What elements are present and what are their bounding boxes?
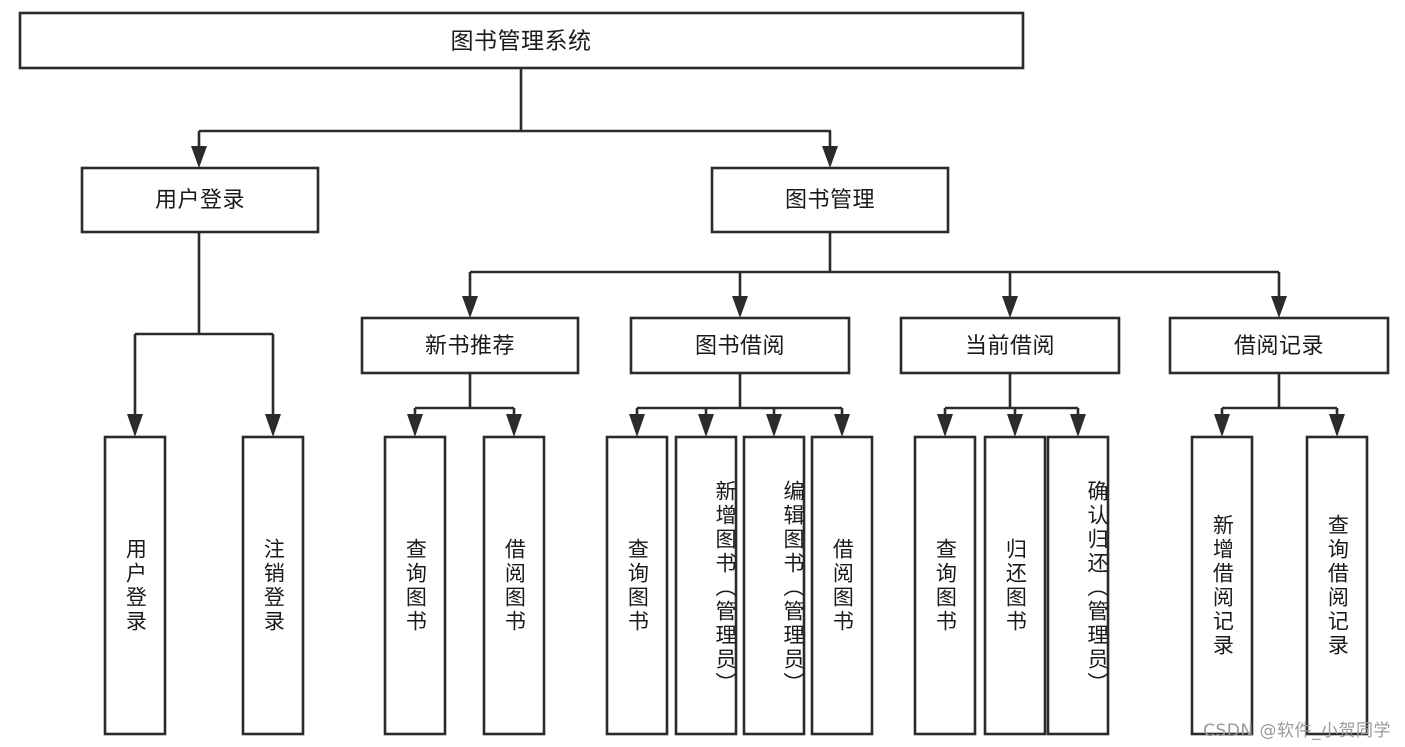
arrow-head-user-login-leaf1: [127, 414, 143, 437]
node-current-borrow-box[interactable]: [899, 316, 1121, 375]
node-borrow-record-label: 借阅记录: [1234, 334, 1324, 359]
arrow-head-new-book-leaf2: [506, 414, 522, 437]
leaf-box-borrow-record-1[interactable]: [1190, 435, 1254, 736]
connector-group-root: [191, 68, 838, 168]
arrow-head-current-borrow-leaf1: [937, 414, 953, 437]
node-root-box[interactable]: [18, 11, 1025, 70]
node-book-borrow-label: 图书借阅: [695, 334, 785, 359]
leaf-box-book-borrow-1[interactable]: [605, 435, 669, 736]
node-user-login-box[interactable]: [80, 166, 320, 234]
connector-group-user-login: [127, 232, 281, 437]
arrow-head-book-borrow: [732, 296, 748, 318]
node-user-login-label: 用户登录: [155, 188, 245, 213]
leaf-box-new-book-2[interactable]: [482, 435, 546, 736]
arrow-head-current-borrow-leaf2: [1007, 414, 1023, 437]
node-book-mgmt-label: 图书管理: [785, 188, 875, 213]
arrow-head-book-borrow-leaf1: [629, 414, 645, 437]
node-book-mgmt-box[interactable]: [710, 166, 950, 234]
arrow-head-borrow-record: [1271, 296, 1287, 318]
connector-group-borrow-record-leaves: [1214, 373, 1345, 437]
connector-group-book-mgmt: [462, 232, 1287, 318]
arrow-head-new-book-leaf1: [407, 414, 423, 437]
leaf-box-user-login-1[interactable]: [103, 435, 167, 736]
arrow-head-new-book: [462, 296, 478, 318]
arrow-head-book-borrow-leaf4: [834, 414, 850, 437]
node-new-book-box[interactable]: [360, 316, 580, 375]
watermark-text: CSDN @软件_小贺同学: [1203, 721, 1391, 741]
arrow-head-user-login-leaf2: [265, 414, 281, 437]
leaf-box-new-book-1[interactable]: [383, 435, 447, 736]
arrow-head-book-borrow-leaf3: [766, 414, 782, 437]
connector-group-new-book-leaves: [407, 373, 522, 437]
node-book-borrow-box[interactable]: [629, 316, 851, 375]
node-new-book-label: 新书推荐: [425, 334, 515, 359]
leaf-box-user-login-2[interactable]: [241, 435, 305, 736]
leaf-box-current-borrow-1[interactable]: [913, 435, 977, 736]
arrow-head-borrow-record-leaf2: [1329, 414, 1345, 437]
connector-group-current-borrow-leaves: [937, 373, 1086, 437]
node-root-label: 图书管理系统: [451, 29, 592, 55]
arrow-head-current-borrow: [1002, 296, 1018, 318]
arrow-head-borrow-record-leaf1: [1214, 414, 1230, 437]
leaf-box-current-borrow-2[interactable]: [983, 435, 1047, 736]
connector-group-book-borrow-leaves: [629, 373, 850, 437]
node-borrow-record-box[interactable]: [1168, 316, 1390, 375]
arrow-head-current-borrow-leaf3: [1070, 414, 1086, 437]
leaf-box-book-borrow-2[interactable]: [674, 435, 738, 736]
leaf-box-borrow-record-2[interactable]: [1305, 435, 1369, 736]
leaf-box-current-borrow-3[interactable]: [1046, 435, 1110, 736]
arrow-head-book-mgmt: [822, 146, 838, 168]
leaf-box-book-borrow-3[interactable]: [742, 435, 806, 736]
arrow-head-user-login: [191, 146, 207, 168]
node-current-borrow-label: 当前借阅: [965, 334, 1055, 359]
arrow-head-book-borrow-leaf2: [698, 414, 714, 437]
leaf-box-book-borrow-4[interactable]: [810, 435, 874, 736]
